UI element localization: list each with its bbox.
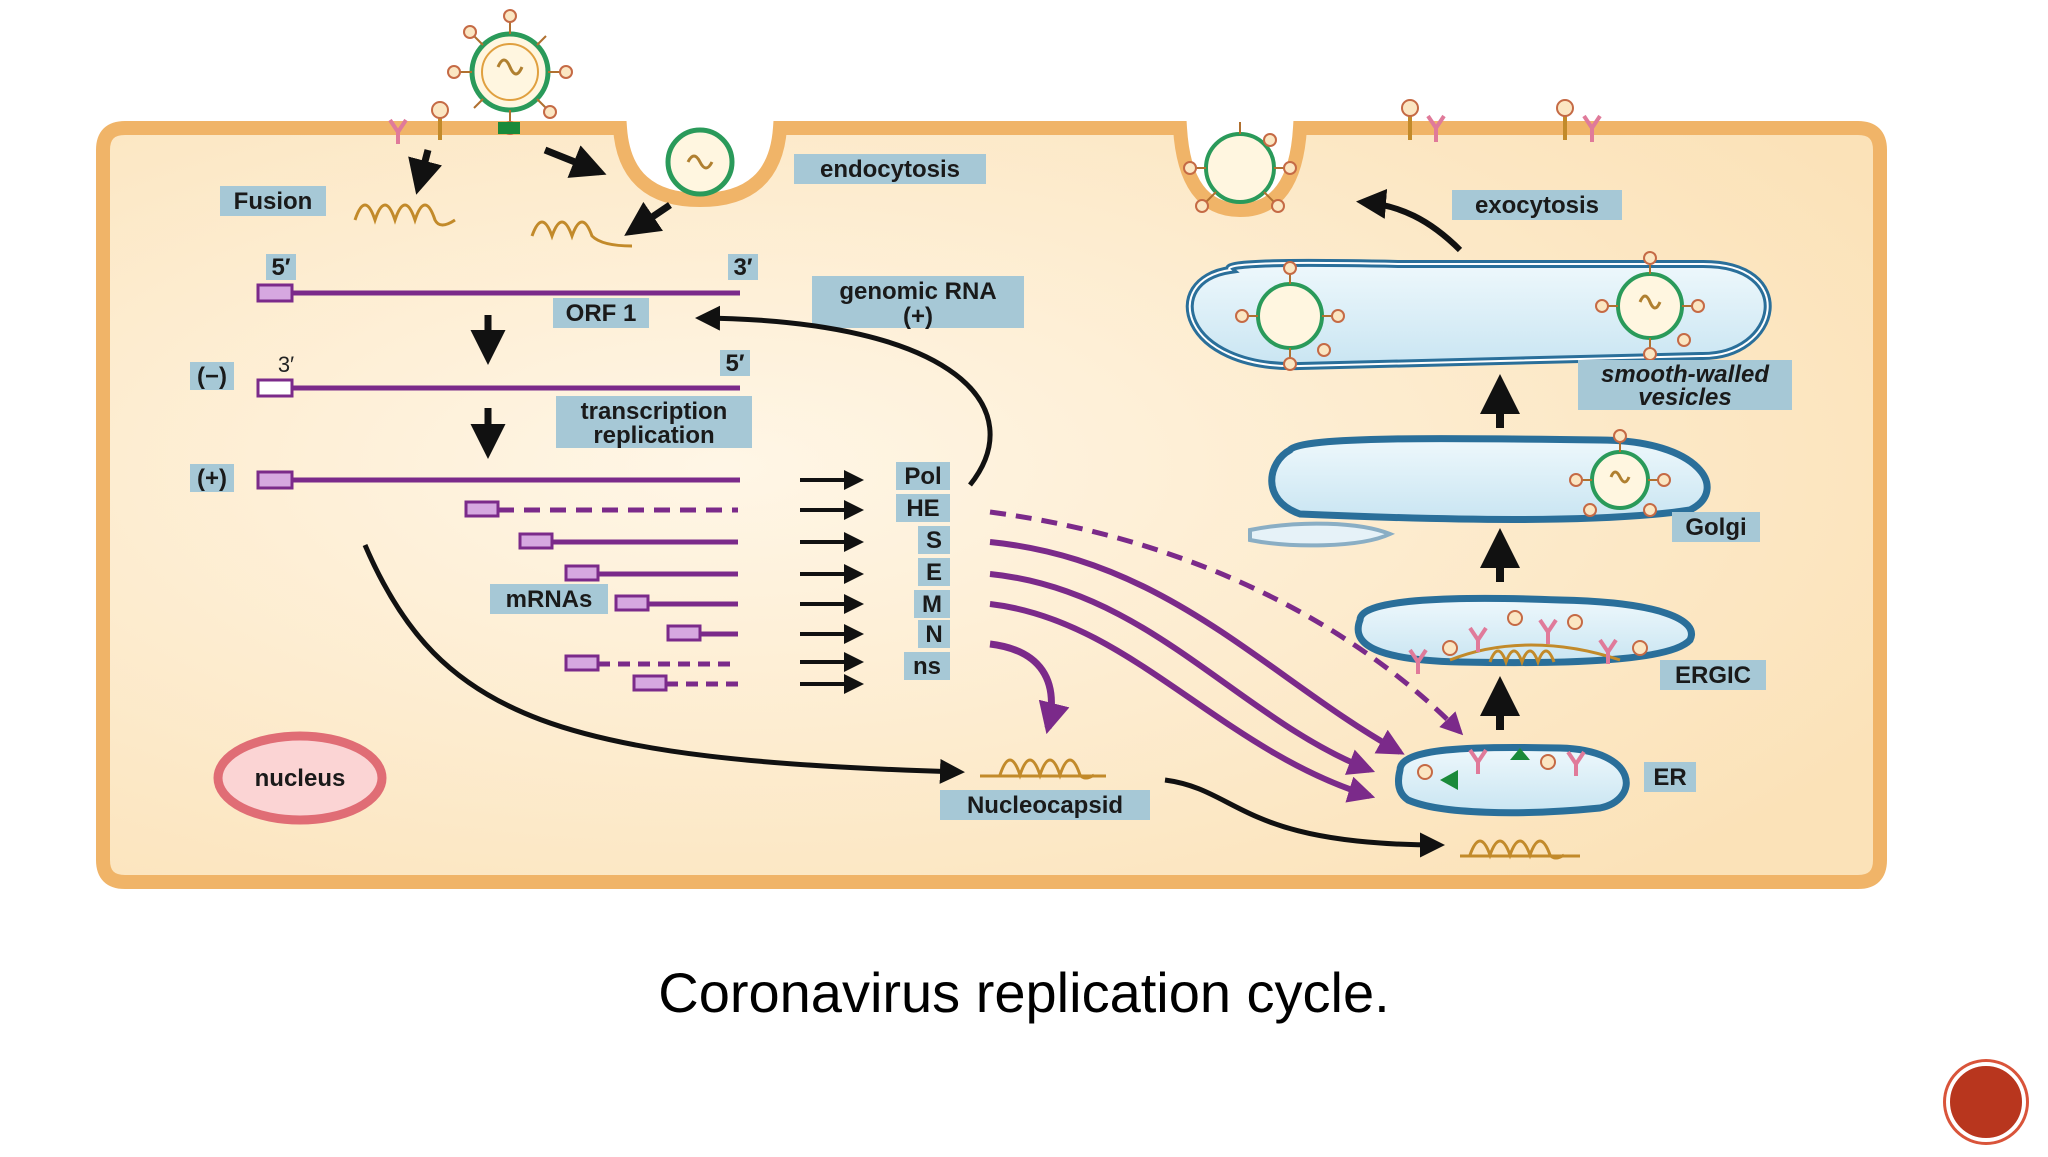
label-ergic: ERGIC (1660, 660, 1766, 690)
s-to-er-arrow (989, 539, 1405, 755)
label-er: ER (1644, 762, 1696, 792)
svg-text:nucleus: nucleus (255, 765, 346, 792)
label-plus: (+) (190, 464, 234, 492)
label-exocytosis: exocytosis (1452, 190, 1622, 220)
svg-text:(−): (−) (197, 363, 227, 390)
membrane-receptors (431, 99, 1574, 140)
pol-feedback-arrow (695, 305, 993, 487)
genomic-rna-strand (256, 283, 740, 303)
endocytosis-entry-arrow (543, 145, 607, 178)
label-mrnas: mRNAs (490, 584, 608, 614)
svg-text:genomic RNA: genomic RNA (839, 278, 996, 305)
protein-he: HE (906, 495, 939, 522)
fusion-site-marker (498, 122, 520, 134)
label-golgi: Golgi (1672, 512, 1760, 542)
protein-labels: Pol HE S E M N ns (896, 462, 950, 680)
protein-label-bg-e (918, 558, 950, 586)
label-3prime-top: 3′ (728, 254, 758, 281)
protein-label-bg-ns (904, 652, 950, 680)
svg-text:(+): (+) (903, 303, 933, 330)
plus-strand (256, 470, 740, 490)
protein-pol: Pol (904, 463, 941, 490)
n-to-nucleocapsid-arrow (989, 640, 1070, 735)
label-5prime-top: 5′ (266, 254, 296, 281)
svg-text:ORF 1: ORF 1 (566, 300, 637, 327)
protein-label-bg-he (896, 494, 950, 522)
slide-nav-button[interactable] (1946, 1062, 2026, 1142)
genome-to-nucleocapsid-arrow (362, 544, 965, 784)
endocytic-vesicle (665, 127, 735, 197)
virion-vesicle-left (1235, 261, 1345, 371)
protein-m: M (922, 591, 942, 618)
svg-text:5′: 5′ (271, 254, 290, 281)
virion-golgi (1569, 429, 1671, 517)
mrna-nested-set (464, 500, 738, 692)
fusion-arrow (408, 149, 443, 195)
virion-exocytosis (1183, 122, 1297, 213)
minus-strand (256, 378, 740, 398)
protein-label-bg-m (914, 590, 950, 618)
label-orf1: ORF 1 (553, 298, 649, 328)
slide-caption: Coronavirus replication cycle. (658, 961, 1390, 1024)
protein-s: S (926, 527, 942, 554)
virion-vesicle-right (1595, 251, 1705, 361)
label-nucleocapsid: Nucleocapsid (940, 790, 1150, 820)
virion-entering (447, 9, 573, 135)
label-endocytosis: endocytosis (794, 154, 986, 184)
protein-n: N (925, 621, 942, 648)
svg-text:5′: 5′ (725, 350, 744, 377)
label-minus: (−) (190, 362, 234, 390)
svg-text:replication: replication (593, 422, 714, 449)
protein-e: E (926, 559, 942, 586)
svg-text:smooth-walled: smooth-walled (1601, 361, 1770, 388)
svg-text:vesicles: vesicles (1638, 384, 1731, 411)
ergic (1354, 594, 1695, 674)
label-5prime-minus: 5′ (720, 350, 750, 377)
svg-text:exocytosis: exocytosis (1475, 192, 1599, 219)
svg-text:ERGIC: ERGIC (1675, 662, 1751, 689)
label-3prime-minus: 3′ (278, 352, 294, 377)
vesicle-to-exocytosis-arrow (1356, 188, 1463, 253)
label-smooth-walled-vesicles: smooth-walled vesicles (1578, 360, 1792, 411)
label-fusion: Fusion (220, 186, 326, 216)
fusion-rna-coil (353, 203, 456, 227)
uncoating-arrow (624, 201, 672, 236)
label-genomic-rna: genomic RNA (+) (812, 276, 1024, 330)
svg-text:Nucleocapsid: Nucleocapsid (967, 792, 1123, 819)
nucleus: nucleus (213, 731, 387, 825)
svg-text:mRNAs: mRNAs (506, 586, 593, 613)
released-rna-coil (530, 220, 633, 248)
svg-text:transcription: transcription (581, 398, 728, 425)
er (1394, 743, 1630, 817)
translation-arrows (800, 470, 864, 694)
protein-label-bg-s (918, 526, 950, 554)
label-transcription: transcription replication (556, 396, 752, 449)
m-to-er-arrow (989, 601, 1376, 803)
he-to-er-arrow (989, 509, 1464, 736)
svg-text:endocytosis: endocytosis (820, 156, 960, 183)
svg-text:ER: ER (1653, 764, 1686, 791)
protein-label-bg-pol (896, 462, 950, 490)
nucleocapsid-to-er-arrow (1164, 777, 1445, 858)
svg-text:Fusion: Fusion (234, 188, 313, 215)
svg-text:3′: 3′ (733, 254, 752, 281)
protein-label-bg-n (918, 620, 950, 648)
protein-ns: ns (913, 653, 941, 680)
svg-text:(+): (+) (197, 465, 227, 492)
svg-text:Golgi: Golgi (1685, 514, 1746, 541)
e-to-er-arrow (989, 571, 1376, 775)
